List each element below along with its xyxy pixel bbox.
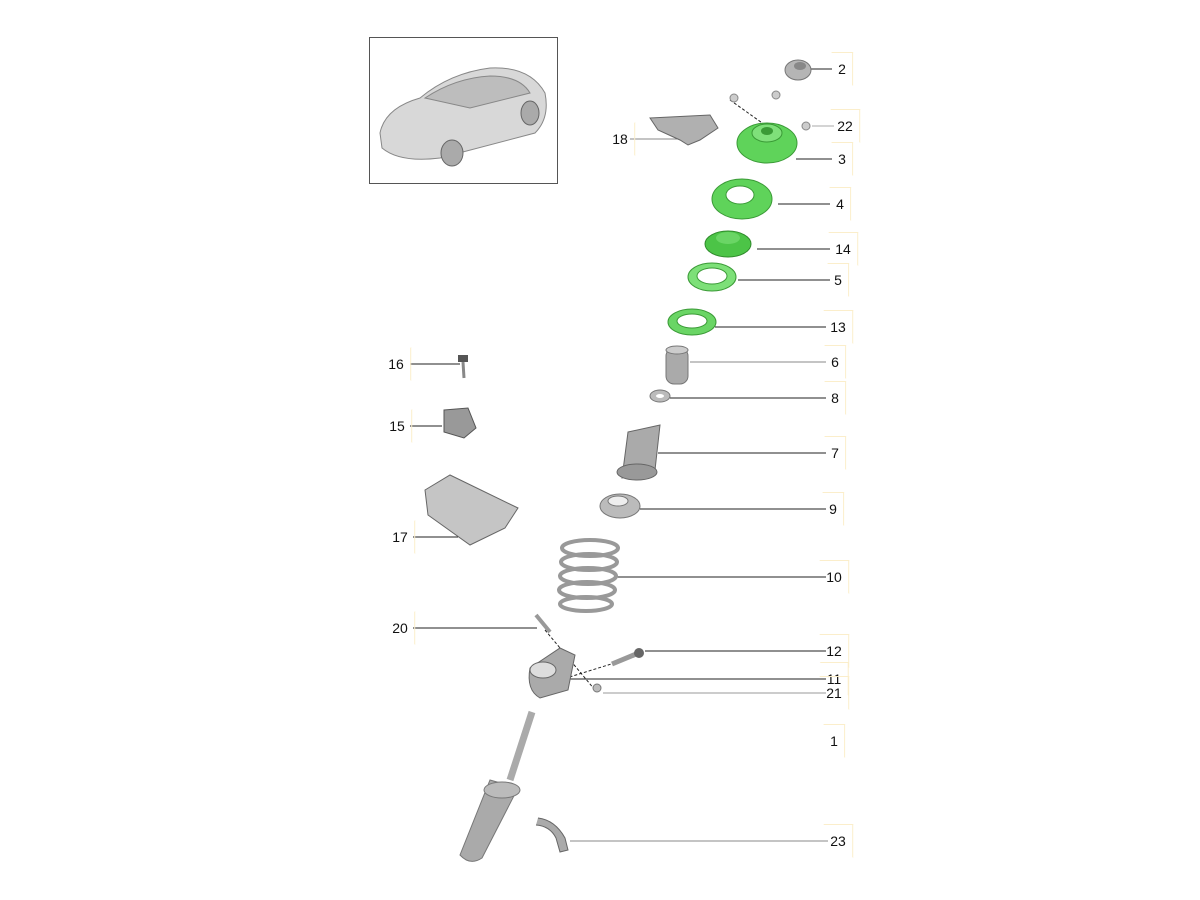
callout-21[interactable]: 21 — [819, 676, 849, 710]
part-1-shock-absorber[interactable] — [459, 710, 536, 862]
part-18-bracket[interactable] — [649, 114, 719, 146]
part-21-nut[interactable] — [592, 683, 602, 693]
callout-16[interactable]: 16 — [381, 347, 411, 381]
part-10-coil-spring[interactable] — [557, 538, 620, 613]
part-6-bump-stop[interactable] — [665, 345, 689, 385]
part-9-spring-pad[interactable] — [599, 493, 641, 519]
part-13-washer[interactable] — [667, 308, 717, 336]
callout-6[interactable]: 6 — [824, 345, 846, 379]
callout-9[interactable]: 9 — [822, 492, 844, 526]
callout-8[interactable]: 8 — [824, 381, 846, 415]
vehicle-thumbnail[interactable] — [369, 37, 558, 184]
callout-5[interactable]: 5 — [827, 263, 849, 297]
part-7-dust-boot[interactable] — [616, 424, 661, 481]
part-16-bolt[interactable] — [458, 355, 468, 379]
callout-13[interactable]: 13 — [823, 310, 853, 344]
callout-15[interactable]: 15 — [382, 409, 412, 443]
part-12-bolt[interactable] — [611, 648, 644, 667]
part-15-sensor[interactable] — [443, 407, 477, 439]
callout-17[interactable]: 17 — [385, 520, 415, 554]
callout-14[interactable]: 14 — [828, 232, 858, 266]
callout-10[interactable]: 10 — [819, 560, 849, 594]
part-5-washer[interactable] — [687, 262, 737, 292]
callout-3[interactable]: 3 — [831, 142, 853, 176]
car-overview-icon — [379, 67, 547, 167]
callout-18[interactable]: 18 — [605, 122, 635, 156]
part-20-bolt[interactable] — [534, 613, 552, 634]
callout-7[interactable]: 7 — [824, 436, 846, 470]
part-8-washer[interactable] — [649, 389, 671, 403]
callout-23[interactable]: 23 — [823, 824, 853, 858]
callout-12[interactable]: 12 — [819, 634, 849, 668]
part-2-nut[interactable] — [784, 59, 812, 81]
part-4-spring-seat[interactable] — [711, 178, 773, 220]
callout-22[interactable]: 22 — [830, 109, 860, 143]
part-22-nuts[interactable] — [729, 90, 811, 131]
part-11-clamp[interactable] — [528, 647, 576, 699]
leader-lines — [410, 68, 834, 842]
callout-20[interactable]: 20 — [385, 611, 415, 645]
callout-1[interactable]: 1 — [823, 724, 845, 758]
callout-2[interactable]: 2 — [831, 52, 853, 86]
callout-4[interactable]: 4 — [829, 187, 851, 221]
part-3-strut-mount[interactable] — [736, 122, 798, 164]
part-17-control-unit[interactable] — [424, 474, 519, 546]
part-23-clip[interactable] — [535, 817, 569, 853]
callout-11[interactable]: 11 — [819, 662, 849, 696]
part-14-bump-stop[interactable] — [704, 230, 752, 258]
